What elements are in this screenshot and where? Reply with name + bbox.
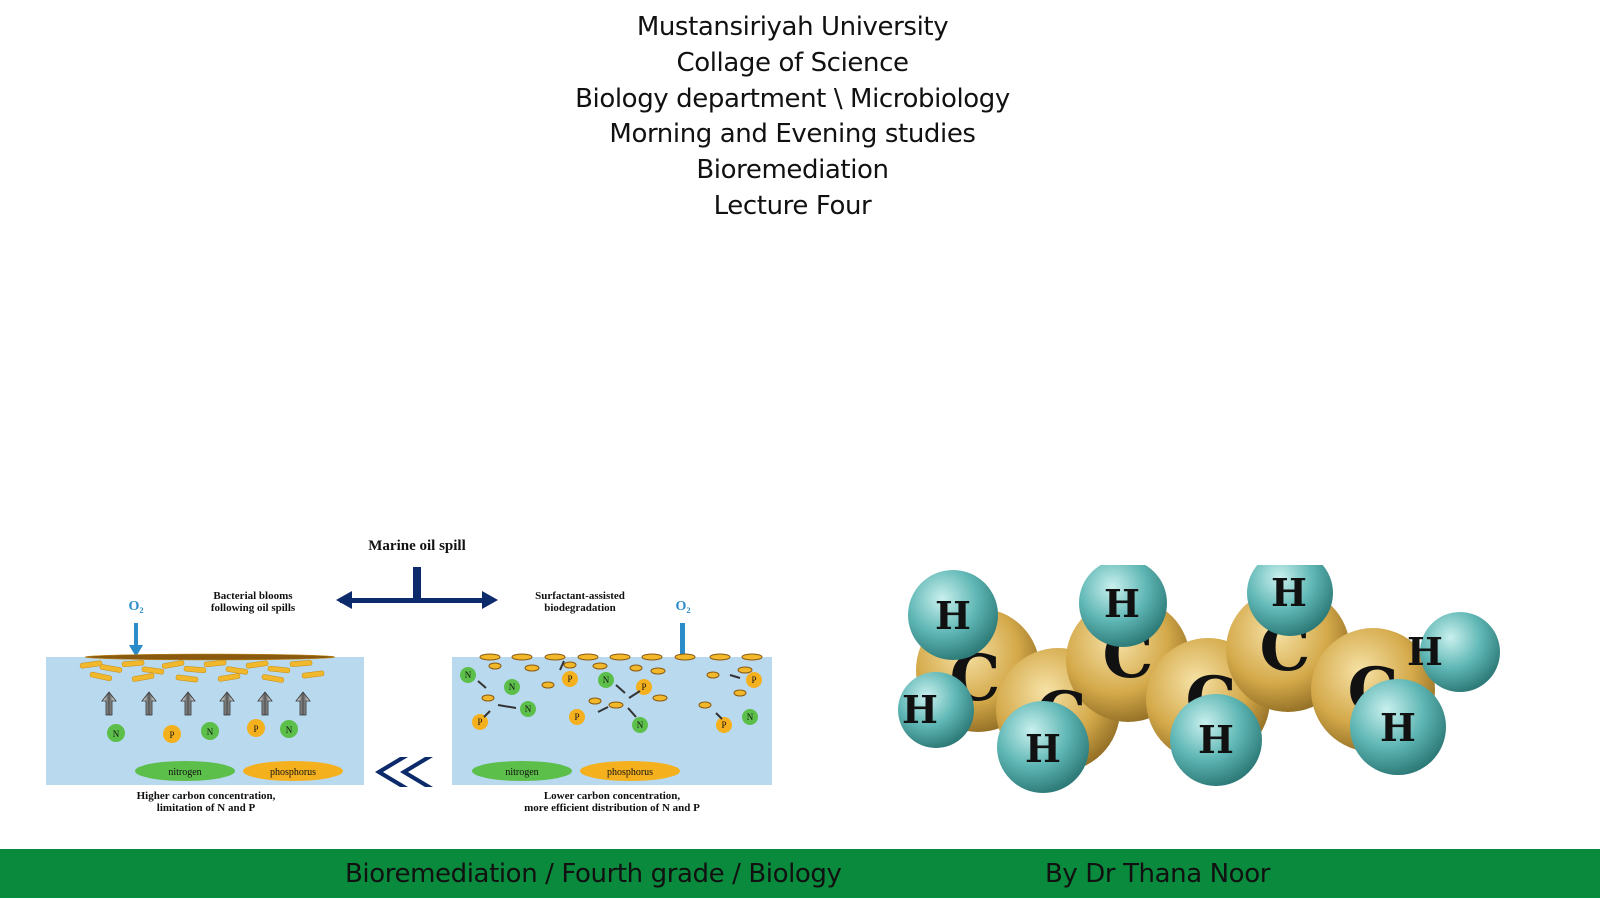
footer-bar: Bioremediation / Fourth grade / Biology … — [0, 849, 1600, 898]
double-chevron-icon — [375, 757, 433, 787]
study-mode: Morning and Evening studies — [609, 119, 976, 150]
right-label-line1: Surfactant-assisted — [535, 590, 625, 602]
svg-text:nitrogen: nitrogen — [168, 767, 201, 778]
lecture-number: Lecture Four — [713, 190, 872, 221]
o2-label-right: O₂ — [675, 599, 690, 614]
left-label-line2: following oil spills — [211, 602, 296, 614]
course-title: Bioremediation — [696, 155, 889, 186]
svg-text:P: P — [751, 675, 756, 685]
svg-text:H: H — [935, 593, 971, 638]
left-caption-line1: Higher carbon concentration, — [137, 790, 276, 802]
diagram-title: Marine oil spill — [368, 538, 466, 554]
svg-text:P: P — [477, 717, 482, 727]
left-caption-line2: limitation of N and P — [157, 802, 256, 814]
svg-text:N: N — [207, 727, 214, 737]
svg-text:nitrogen: nitrogen — [505, 767, 538, 778]
svg-text:P: P — [574, 712, 579, 722]
nitrogen-pool-right — [472, 761, 572, 781]
oil-bacteria-layer-left — [79, 653, 336, 683]
oil-droplets-right — [479, 653, 763, 709]
department-name: Biology department \ Microbiology — [575, 83, 1010, 114]
phosphorus-pool-left — [243, 761, 343, 781]
svg-text:phosphorus: phosphorus — [270, 767, 316, 778]
svg-text:N: N — [747, 712, 754, 722]
svg-text:P: P — [169, 730, 174, 740]
title-block: Mustansiriyah University Collage of Scie… — [0, 10, 1585, 225]
split-arrow — [336, 567, 498, 609]
right-caption-line2: more efficient distribution of N and P — [524, 802, 700, 814]
hydrocarbon-molecule-model: C C C C C C H H H H H H H H — [898, 565, 1500, 793]
nutrient-dots-left: N P N P N — [107, 719, 298, 743]
footer-author: By Dr Thana Noor — [1045, 859, 1270, 889]
svg-text:P: P — [567, 674, 572, 684]
svg-text:H: H — [1407, 629, 1443, 674]
right-caption-line1: Lower carbon concentration, — [544, 790, 681, 802]
svg-text:N: N — [465, 670, 472, 680]
svg-text:H: H — [902, 687, 938, 732]
svg-text:P: P — [641, 682, 646, 692]
college-name: Collage of Science — [676, 47, 909, 78]
phosphorus-pool-right — [580, 761, 680, 781]
svg-text:P: P — [253, 724, 258, 734]
footer-course-info: Bioremediation / Fourth grade / Biology — [345, 859, 842, 889]
upward-arrows-left — [101, 691, 311, 716]
svg-text:N: N — [637, 720, 644, 730]
svg-text:P: P — [721, 720, 726, 730]
university-name: Mustansiriyah University — [636, 12, 949, 42]
svg-text:N: N — [113, 729, 120, 739]
svg-text:N: N — [603, 675, 610, 685]
svg-text:H: H — [1198, 717, 1234, 762]
hydrogen-atoms: H H H H H H H H — [898, 565, 1500, 793]
svg-text:H: H — [1025, 726, 1061, 771]
svg-text:phosphorus: phosphorus — [607, 767, 653, 778]
svg-text:H: H — [1380, 705, 1416, 750]
svg-text:H: H — [1104, 581, 1140, 626]
svg-text:N: N — [509, 682, 516, 692]
diffusion-arrows-right — [477, 660, 741, 720]
oil-spill-diagram: Marine oil spill Bacterial blooms follow… — [46, 538, 772, 814]
svg-text:N: N — [286, 725, 293, 735]
nitrogen-pool-left — [135, 761, 235, 781]
svg-text:H: H — [1271, 570, 1307, 615]
right-label-line2: biodegradation — [544, 602, 616, 614]
svg-text:N: N — [525, 704, 532, 714]
left-label-line1: Bacterial blooms — [213, 590, 293, 602]
o2-label-left: O₂ — [128, 599, 143, 614]
